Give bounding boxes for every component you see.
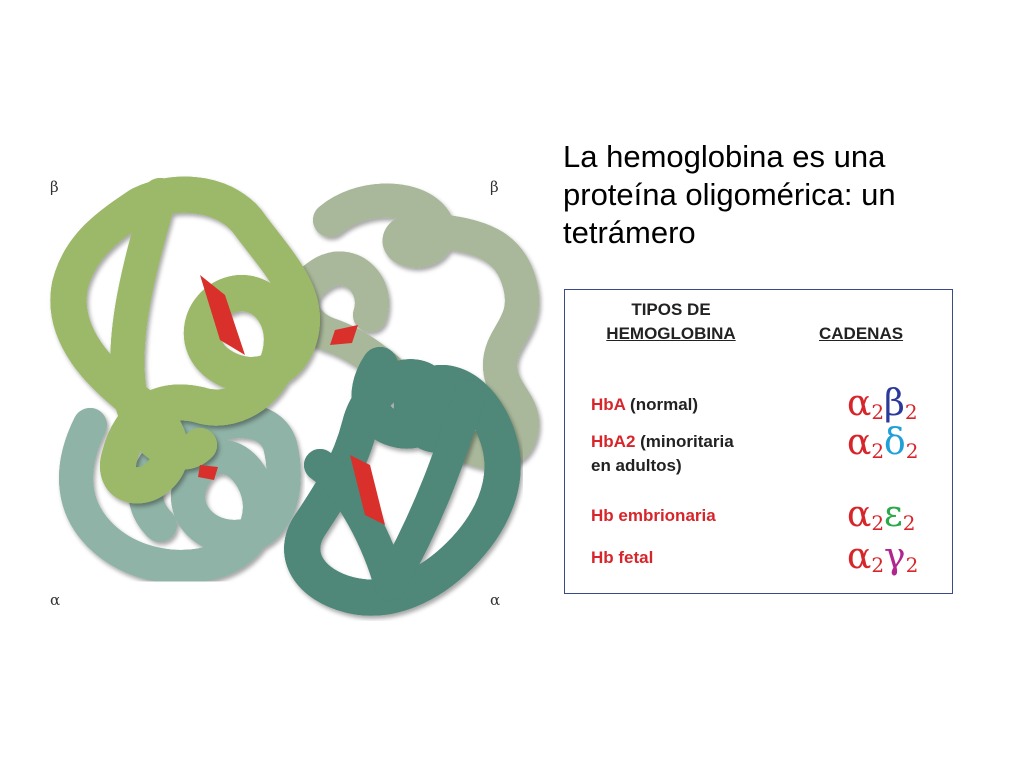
chain-alpha: α — [847, 536, 872, 577]
row-hba2-chains: α2δ2 — [847, 422, 919, 464]
hemoglobin-tetramer-illustration — [30, 165, 550, 625]
hemoglobin-types-table: TIPOS DE HEMOGLOBINA CADENAS HbA (normal… — [564, 289, 953, 594]
chain-alpha: α — [847, 422, 872, 463]
row-hb-fetal-name: Hb fetal — [591, 546, 653, 570]
chain-sub: 2 — [905, 439, 919, 463]
row-hb-fetal-chains: α2γ2 — [847, 536, 919, 578]
header-types: TIPOS DE HEMOGLOBINA — [581, 298, 761, 346]
alpha-right-subunit — [302, 347, 502, 598]
chain-sub: 2 — [871, 439, 885, 463]
heme-group — [330, 325, 358, 345]
beta-label-right: β — [490, 178, 499, 196]
row-hba2-name: HbA2 (minoritaria en adultos) — [591, 430, 734, 478]
row-name-red: HbA — [591, 395, 626, 414]
beta-label-left: β — [50, 178, 59, 196]
header-types-line2: HEMOGLOBINA — [606, 324, 736, 343]
chain-sub: 2 — [905, 553, 919, 577]
row-name-dark: (minoritaria — [635, 432, 734, 451]
row-hba-name: HbA (normal) — [591, 393, 698, 417]
row-hb-embrionaria-name: Hb embrionaria — [591, 504, 716, 528]
header-chains: CADENAS — [819, 324, 904, 343]
alpha-label-right: α — [490, 591, 501, 609]
chain-second: δ — [884, 422, 906, 463]
heme-group — [200, 275, 245, 355]
chain-sub: 2 — [902, 511, 916, 535]
header-types-line1: TIPOS DE — [631, 300, 711, 319]
chain-sub: 2 — [871, 400, 885, 424]
row-name-dark-line2: en adultos) — [591, 456, 682, 475]
row-name-red: Hb embrionaria — [591, 506, 716, 525]
chain-sub: 2 — [871, 511, 885, 535]
chain-sub: 2 — [871, 553, 885, 577]
chain-second: β — [884, 383, 905, 424]
heme-group — [198, 465, 218, 480]
row-hba-chains: α2β2 — [847, 383, 918, 425]
slide-title: La hemoglobina es una proteína oligoméri… — [563, 139, 896, 250]
row-name-red: HbA2 — [591, 432, 636, 451]
row-hb-embrionaria-chains: α2ε2 — [847, 494, 916, 536]
chain-sub: 2 — [904, 400, 918, 424]
alpha-label-left: α — [50, 591, 61, 609]
chain-alpha: α — [847, 494, 872, 535]
heme-group — [350, 455, 385, 525]
beta-left-subunit — [68, 195, 302, 486]
chain-second: ε — [884, 494, 903, 535]
row-name-red: Hb fetal — [591, 548, 654, 567]
row-name-dark: (normal) — [625, 395, 699, 414]
chain-second: γ — [884, 536, 906, 577]
chain-alpha: α — [847, 383, 872, 424]
